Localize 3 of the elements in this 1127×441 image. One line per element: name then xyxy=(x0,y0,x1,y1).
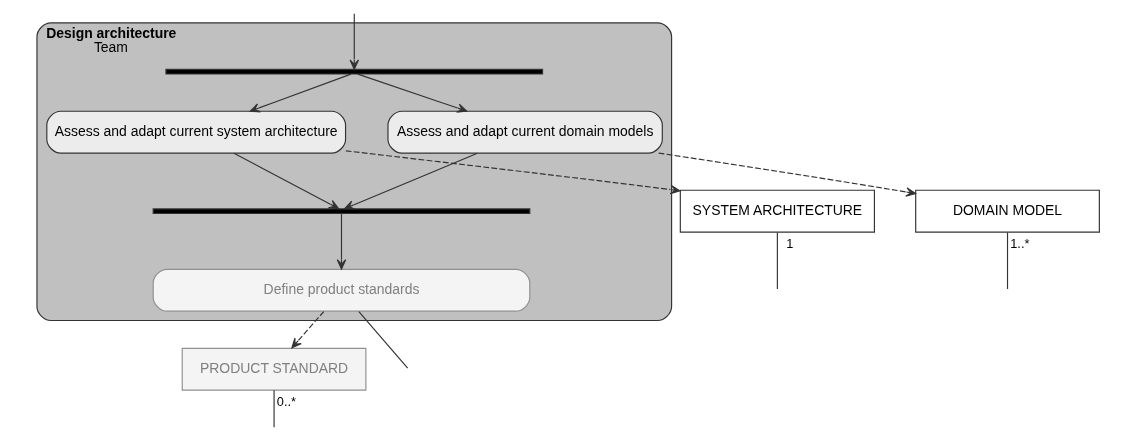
edge-label: 1..* xyxy=(1010,236,1030,252)
edge-label: 0..* xyxy=(276,393,296,409)
edge-label: 1 xyxy=(786,236,794,252)
